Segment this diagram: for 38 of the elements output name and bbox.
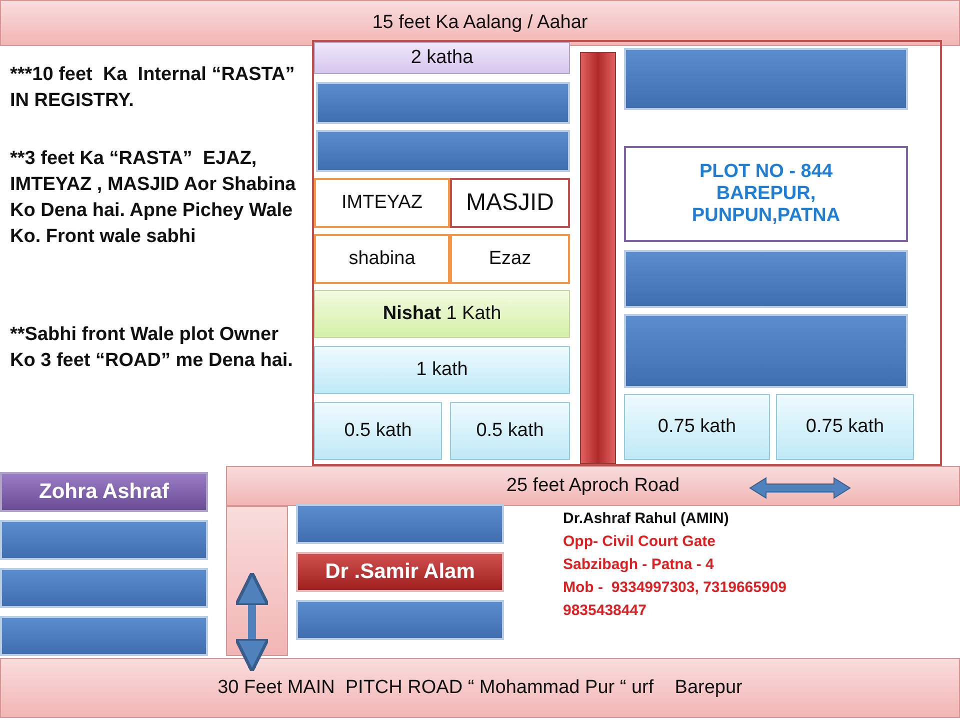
plot-box [296,600,504,640]
plot-box: Ezaz [450,234,570,284]
plot-box: 0.75 kath [776,394,914,460]
plot-box: shabina [314,234,450,284]
plot-box [296,504,504,544]
plot-box: PLOT NO - 844 BAREPUR, PUNPUN,PATNA [624,146,908,242]
name-box: Dr .Samir Alam [296,552,504,592]
plot-box [0,520,208,560]
note-text: **3 feet Ka “RASTA” EJAZ, IMTEYAZ , MASJID Aor Shabina Ko Dena hai. Apne Pichey Wale Ko. Front wale sabhi [10,147,297,249]
plot-box: IMTEYAZ [314,178,450,228]
plot-box: 0.5 kath [314,402,442,460]
road-band: 30 Feet MAIN PITCH ROAD “ Mohammad Pur “ urf Barepur [0,658,960,718]
plot-box [0,616,208,656]
plot-box: MASJID [450,178,570,228]
plot-box [624,48,908,110]
road-band: 25 feet Aproch Road [226,466,960,506]
plot-box [624,314,908,388]
contact-text: Mob - 9334997303, 7319665909 [563,579,786,596]
plot-box: Nishat 1 Kath [314,290,570,338]
name-box: Zohra Ashraf [0,472,208,512]
plot-box: 1 kath [314,346,570,394]
plot-outline [312,40,942,466]
road-strip [580,52,616,464]
contact-text: Sabzibagh - Patna - 4 [563,556,714,573]
contact-text: 9835438447 [563,602,646,619]
double-arrow [234,571,270,673]
road-band: 15 feet Ka Aalang / Aahar [0,0,960,46]
contact-text: Opp- Civil Court Gate [563,533,716,550]
plot-box: 0.75 kath [624,394,770,460]
plot-box [316,130,570,172]
plot-box [624,250,908,308]
contact-text: Dr.Ashraf Rahul (AMIN) [563,510,729,527]
plot-box: 2 katha [314,42,570,74]
plot-box: 0.5 kath [450,402,570,460]
note-text: **Sabhi front Wale plot Owner Ko 3 feet “ROAD” me Dena hai. [10,323,294,373]
plot-box [316,82,570,124]
plot-box [0,568,208,608]
note-text: ***10 feet Ka Internal “RASTA” IN REGISTRY. [10,63,296,113]
